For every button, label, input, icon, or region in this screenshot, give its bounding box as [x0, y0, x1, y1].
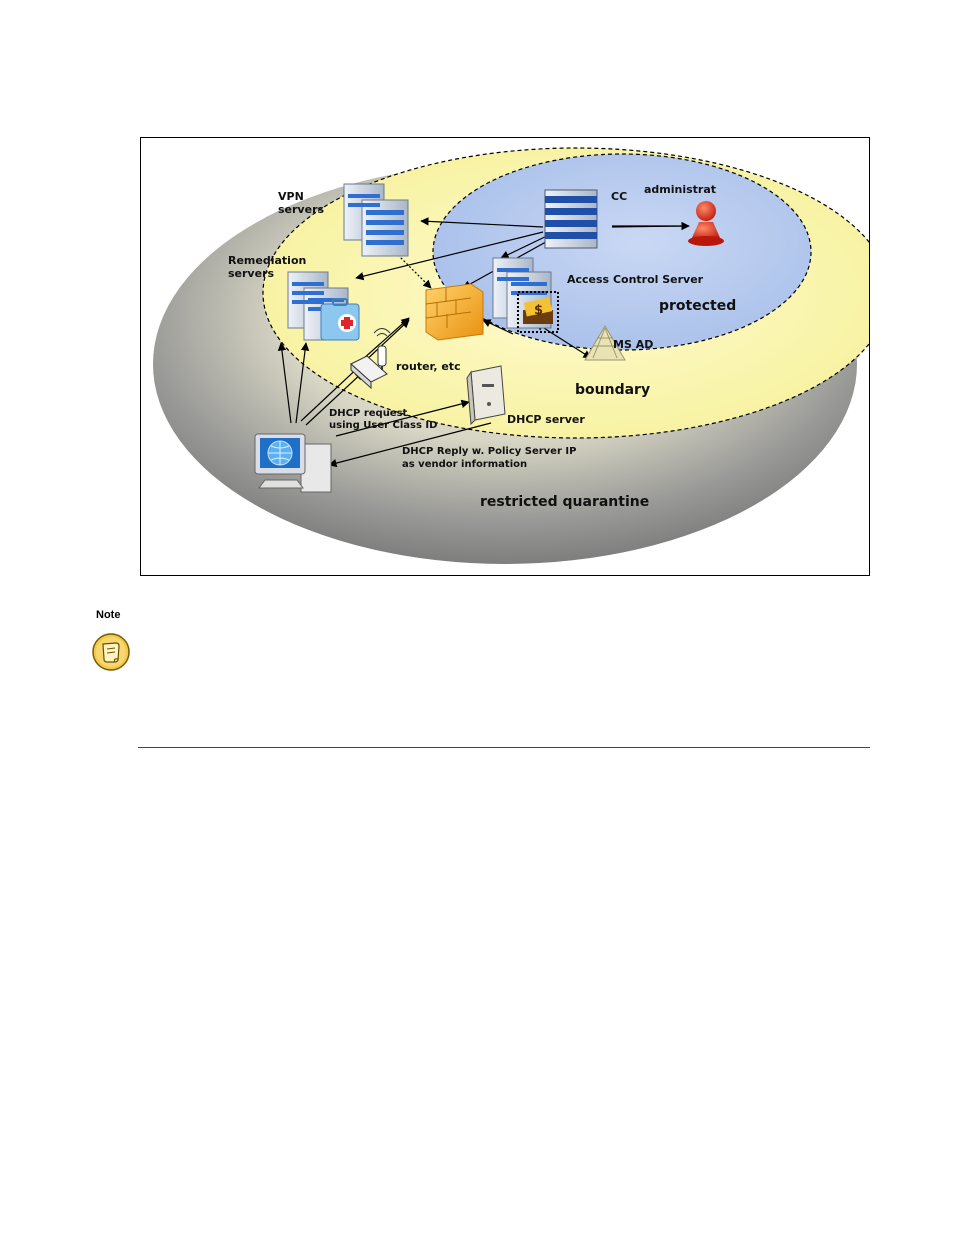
- network-diagram: $: [140, 137, 870, 576]
- ms-ad-label: MS AD: [613, 338, 653, 351]
- boundary-zone-label: boundary: [575, 382, 650, 398]
- first-aid-icon: [321, 299, 359, 340]
- dhcp-server-icon: [467, 366, 505, 424]
- svg-text:$: $: [534, 303, 543, 318]
- administrator-label: administrat: [644, 183, 716, 196]
- note-icon: [91, 632, 131, 672]
- section-divider: [138, 747, 870, 748]
- firewall-icon: [426, 284, 483, 340]
- dhcp-server-label: DHCP server: [507, 413, 585, 426]
- cc-server-icon: [545, 190, 597, 248]
- note-label: Note: [96, 609, 120, 621]
- access-control-server-label: Access Control Server: [567, 273, 704, 286]
- protected-zone: [433, 154, 811, 350]
- restricted-quarantine-label: restricted quarantine: [480, 494, 649, 510]
- protected-zone-label: protected: [659, 298, 736, 314]
- cc-label: CC: [611, 190, 627, 203]
- router-label: router, etc: [396, 360, 461, 373]
